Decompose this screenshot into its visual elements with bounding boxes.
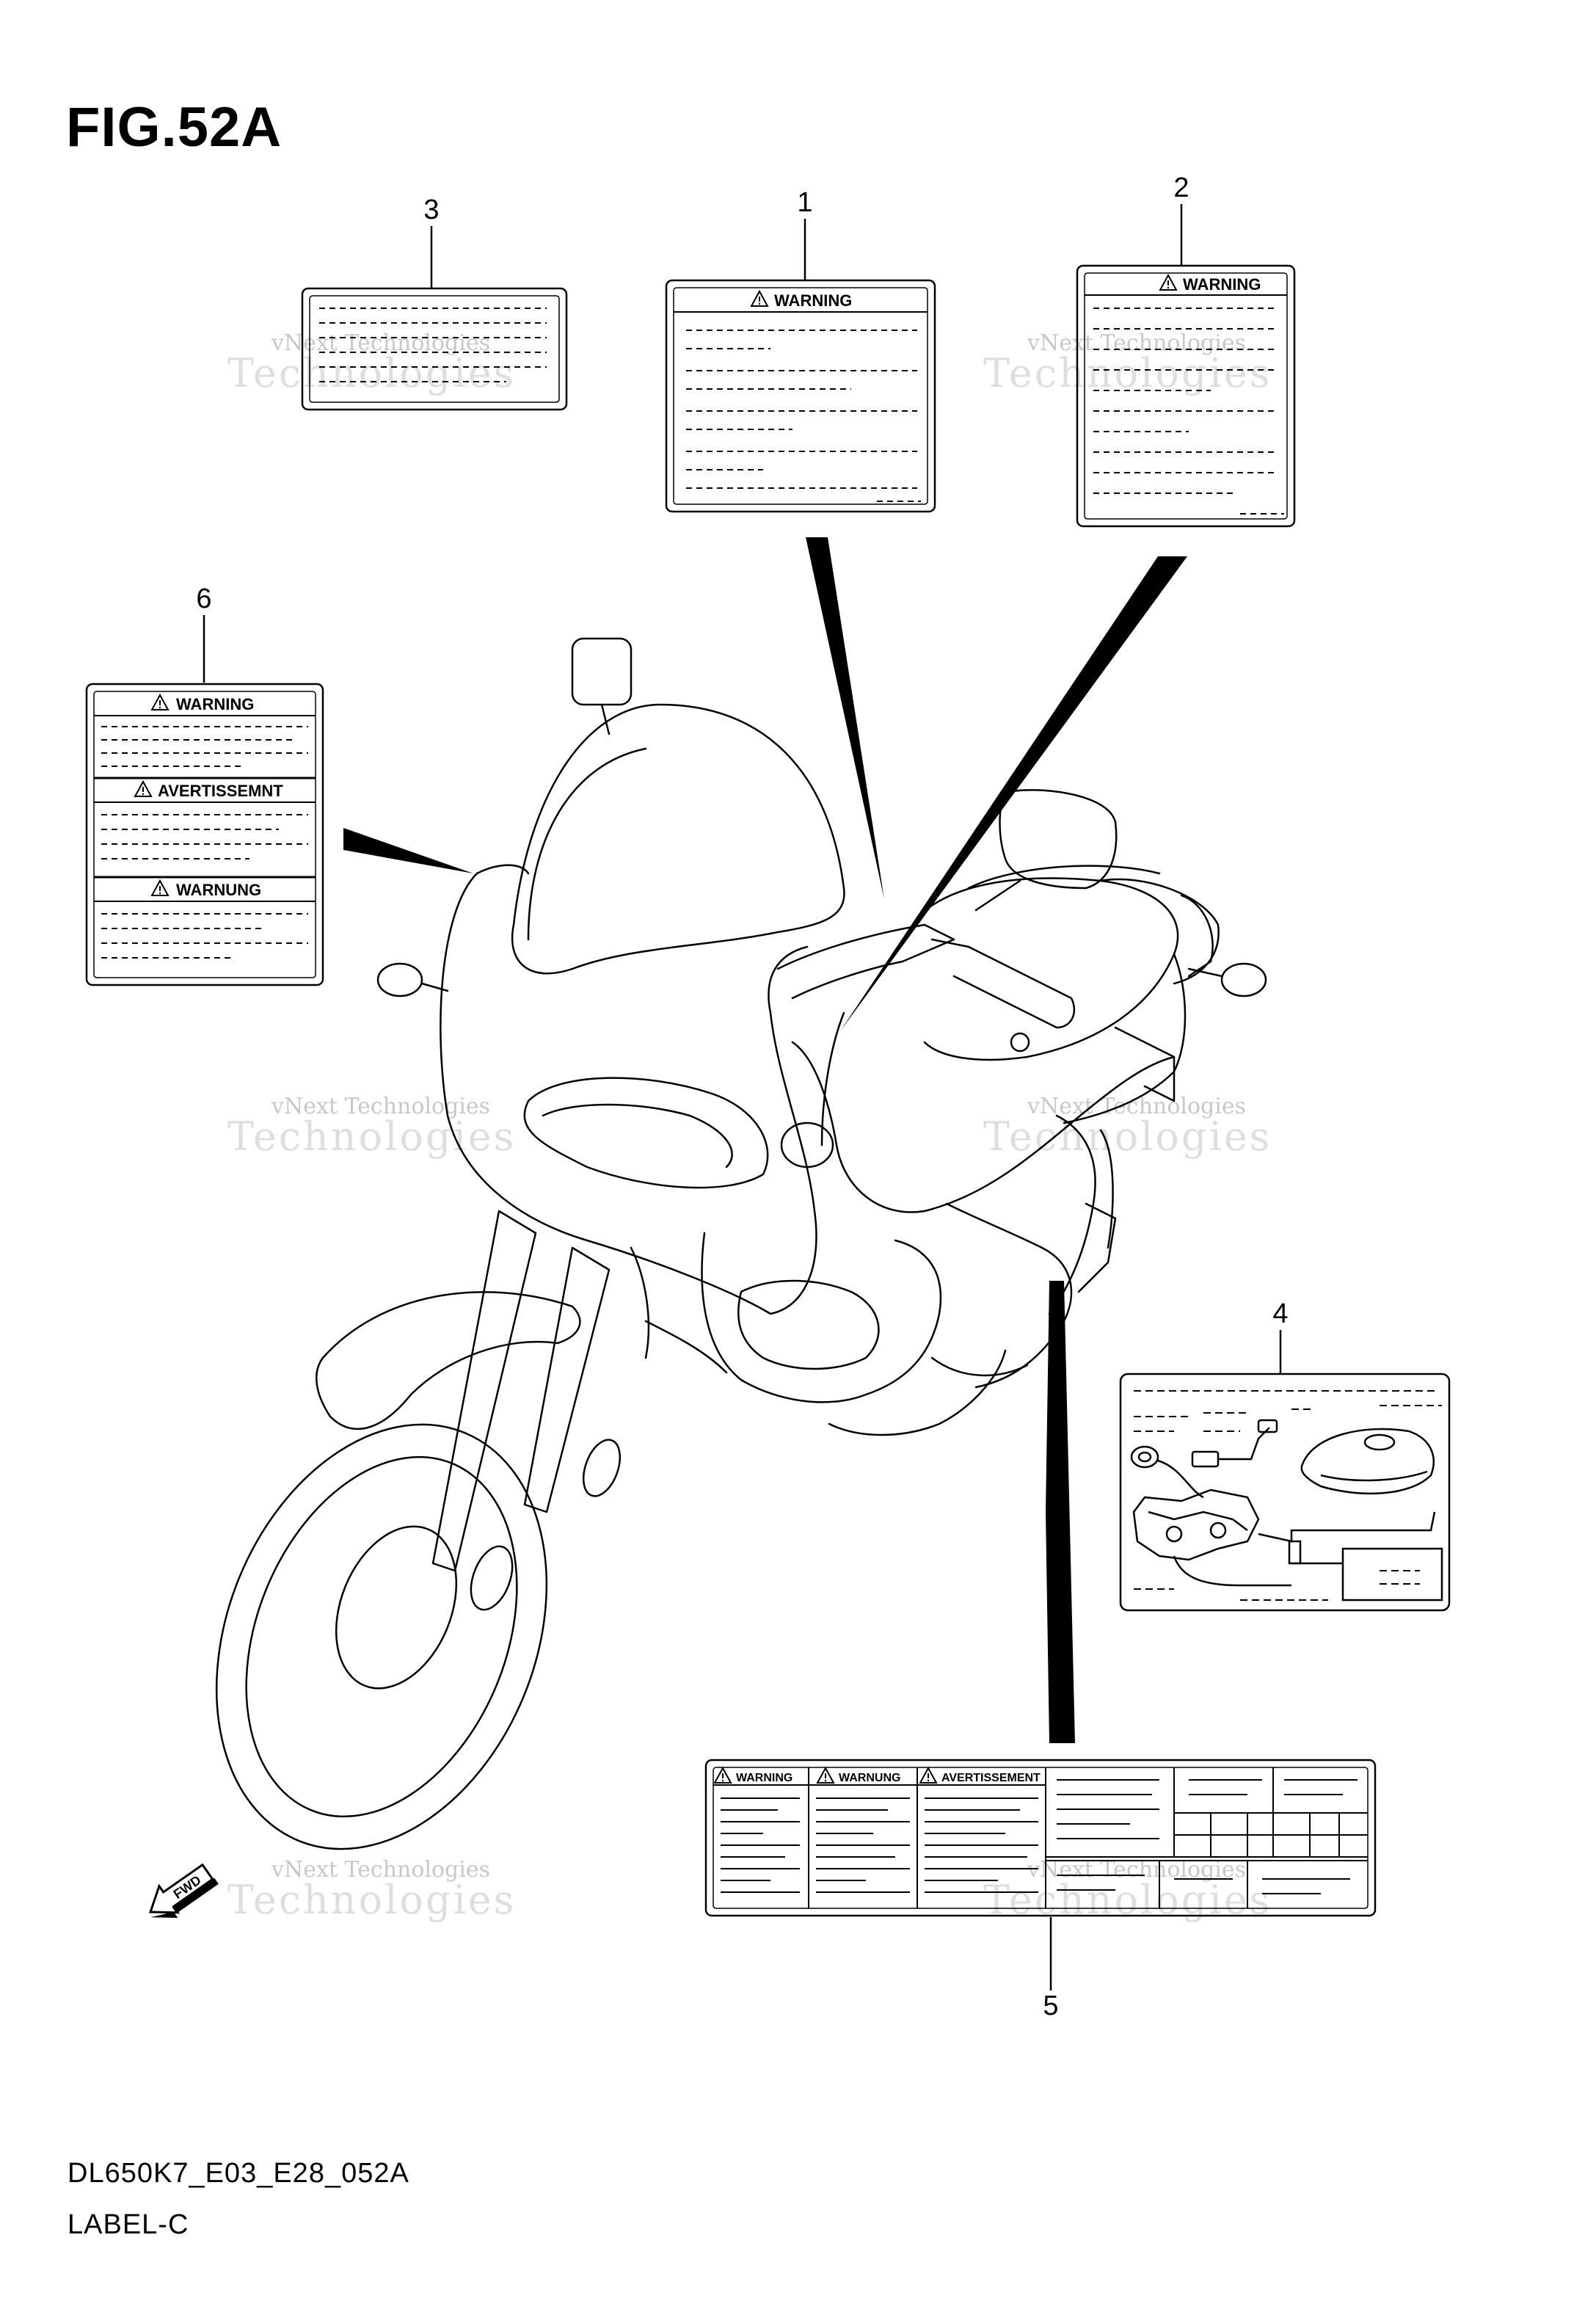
model-code: DL650K7_E03_E28_052A	[68, 2158, 409, 2189]
label-5-heading-en: WARNING	[736, 1772, 792, 1784]
label-2-heading: WARNING	[1183, 275, 1261, 294]
label-5-heading-fr: AVERTISSEMENT	[941, 1772, 1041, 1784]
callout-2: 2	[1173, 172, 1189, 203]
label-6-heading-fr: AVERTISSEMNT	[158, 782, 283, 800]
label-5: WARNING WARNUNG AVERTISSEMENT	[704, 1759, 1377, 1917]
callout-1: 1	[797, 187, 812, 218]
callout-6: 6	[196, 584, 211, 614]
label-2: WARNING	[1076, 264, 1296, 528]
figure-title: FIG.52A	[66, 96, 283, 159]
fwd-arrow-icon: FWD	[148, 1863, 219, 1919]
pointer-wedges	[343, 537, 1187, 1743]
motorcycle-outline	[215, 637, 1267, 1850]
callout-5: 5	[1043, 1991, 1058, 2021]
label-3	[301, 287, 568, 411]
section-name: LABEL-C	[68, 2209, 189, 2240]
label-6-heading-en: WARNING	[176, 695, 254, 713]
label-6-heading-de: WARNUNG	[176, 881, 261, 899]
label-1-heading: WARNING	[774, 291, 852, 310]
callout-3: 3	[423, 195, 439, 225]
label-6: WARNING AVERTISSEMNT WARNUNG	[85, 683, 324, 986]
label-1: WARNING	[665, 279, 936, 513]
label-5-heading-de: WARNUNG	[839, 1772, 900, 1784]
callout-4: 4	[1272, 1298, 1288, 1329]
leader-lines	[203, 204, 1282, 1991]
label-4	[1119, 1373, 1451, 1612]
